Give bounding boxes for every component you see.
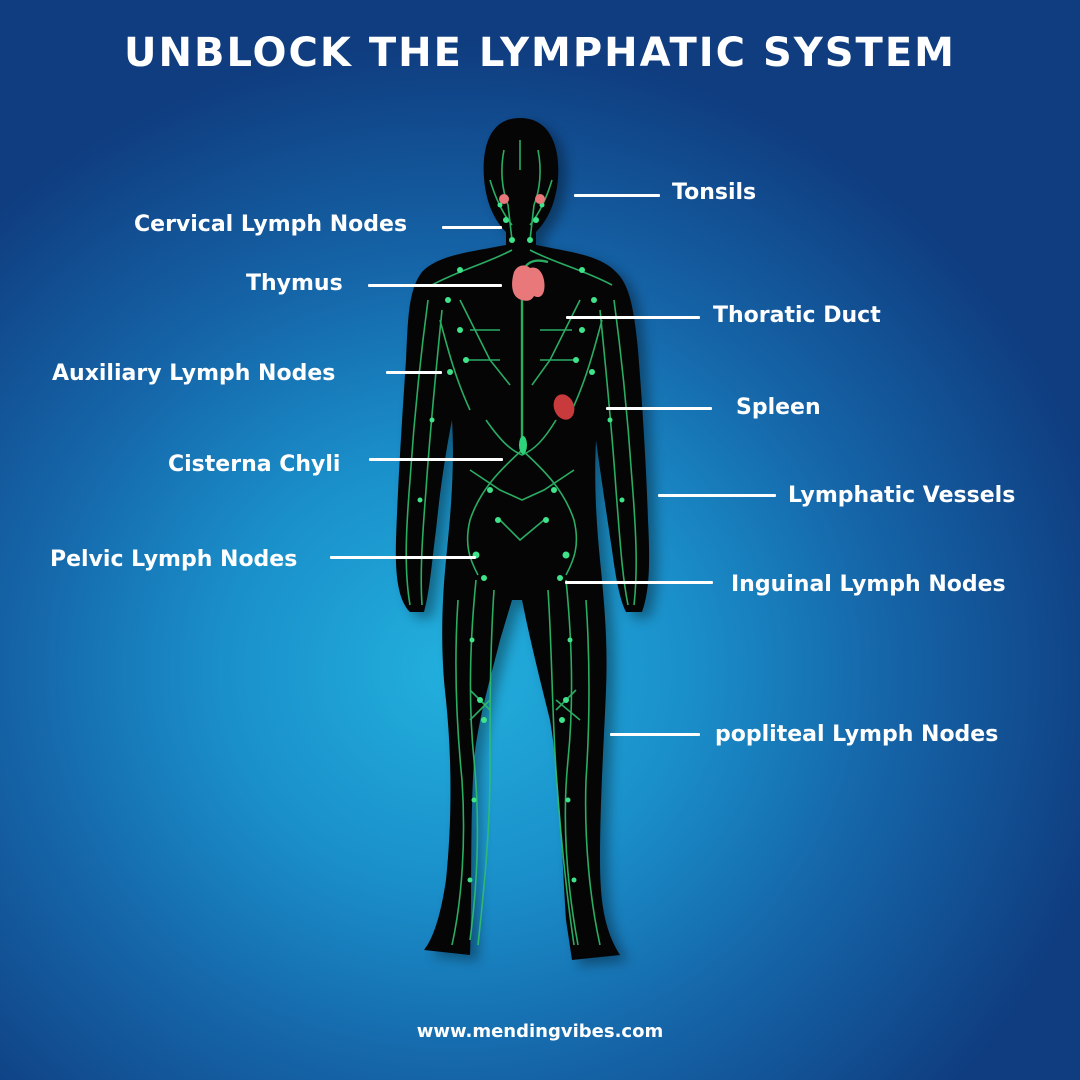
label-inguinal-lymph-nodes: Inguinal Lymph Nodes <box>731 572 1006 597</box>
body-silhouette <box>395 118 650 960</box>
thymus <box>512 265 545 301</box>
label-lymphatic-vessels: Lymphatic Vessels <box>788 483 1016 508</box>
leader-line-lymphatic-vessels <box>658 494 776 497</box>
leader-line-thoracic-duct <box>566 316 700 319</box>
cisterna-chyli <box>519 436 527 454</box>
label-spleen: Spleen <box>736 395 821 420</box>
page-title: UNBLOCK THE LYMPHATIC SYSTEM <box>124 30 956 76</box>
lymphatic-vessels <box>405 140 637 946</box>
spleen <box>553 394 575 420</box>
leader-line-spleen <box>606 407 712 410</box>
label-pelvic-lymph-nodes: Pelvic Lymph Nodes <box>50 547 298 572</box>
label-cisterna-chyli: Cisterna Chyli <box>168 452 341 477</box>
leader-line-axillary <box>386 371 442 374</box>
leader-line-cervical <box>442 226 502 229</box>
leader-line-tonsils <box>574 194 660 197</box>
leader-line-pelvic <box>330 556 476 559</box>
label-thymus: Thymus <box>246 271 343 296</box>
website-url: www.mendingvibes.com <box>416 1021 664 1042</box>
label-tonsils: Tonsils <box>672 180 757 205</box>
leader-line-inguinal <box>565 581 713 584</box>
tonsils <box>499 194 545 204</box>
lymph-nodes <box>417 202 625 883</box>
leader-line-popliteal <box>610 733 700 736</box>
label-thoracic-duct: Thoratic Duct <box>713 303 881 328</box>
label-popliteal-lymph-nodes: popliteal Lymph Nodes <box>715 722 999 747</box>
label-axillary-lymph-nodes: Auxiliary Lymph Nodes <box>52 361 336 386</box>
label-cervical-lymph-nodes: Cervical Lymph Nodes <box>134 212 408 237</box>
leader-line-thymus <box>368 284 502 287</box>
leader-line-cisterna-chyli <box>369 458 503 461</box>
